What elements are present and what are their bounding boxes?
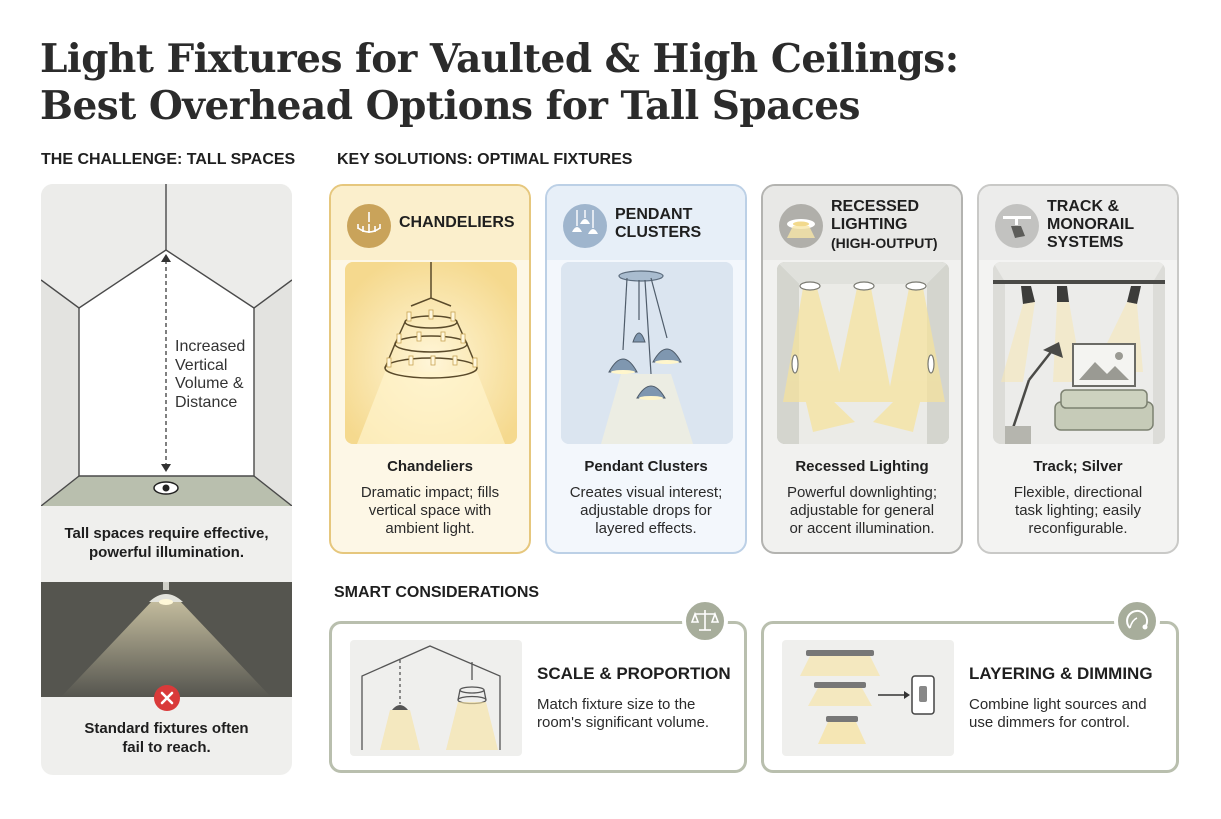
card-description: Powerful downlighting; adjustable for ge… bbox=[773, 484, 951, 538]
card-title: Pendant Clusters bbox=[584, 458, 708, 475]
page-title: Light Fixtures for Vaulted & High Ceilin… bbox=[40, 36, 1040, 130]
consideration-description: Match fixture size to the room's signifi… bbox=[537, 696, 737, 732]
card-desc-line: or accent illumination. bbox=[789, 520, 935, 537]
title-line-1: Light Fixtures for Vaulted & High Ceilin… bbox=[40, 36, 959, 82]
consideration-description: Combine light sources and use dimmers fo… bbox=[969, 696, 1169, 732]
consideration-title: LAYERING & DIMMING bbox=[969, 664, 1153, 683]
scale-icon bbox=[682, 598, 728, 644]
statement-line: Tall spaces require effective, bbox=[64, 525, 269, 542]
card-heading: PENDANT CLUSTERS bbox=[615, 206, 701, 242]
recessed-lighting-card: RECESSED LIGHTING (HIGH-OUTPUT) Recessed… bbox=[761, 184, 963, 554]
pendant-icon bbox=[563, 204, 607, 248]
card-heading-line: PENDANT bbox=[615, 206, 693, 223]
dimmer-icon bbox=[1114, 598, 1160, 644]
card-heading-line: (HIGH-OUTPUT) bbox=[831, 235, 938, 251]
fail-text-line: fail to reach. bbox=[122, 739, 211, 756]
challenge-panel: Increased Vertical Volume & Distance Tal… bbox=[41, 184, 292, 775]
card-desc-line: Powerful downlighting; bbox=[786, 484, 938, 501]
card-heading-line: CHANDELIERS bbox=[399, 214, 515, 231]
considerations-heading: SMART CONSIDERATIONS bbox=[334, 584, 540, 601]
consideration-desc-line: use dimmers for control. bbox=[969, 714, 1130, 731]
fail-text: Standard fixtures often fail to reach. bbox=[41, 719, 292, 757]
chandelier-icon bbox=[347, 204, 391, 248]
layering-dimming-card: LAYERING & DIMMING Combine light sources… bbox=[761, 621, 1179, 773]
consideration-desc-line: room's significant volume. bbox=[537, 714, 710, 731]
consideration-title: SCALE & PROPORTION bbox=[537, 664, 731, 683]
card-title: Recessed Lighting bbox=[795, 458, 929, 475]
volume-label: Increased Vertical Volume & Distance bbox=[175, 338, 275, 412]
volume-label-line: Vertical bbox=[175, 356, 228, 374]
chandelier-illustration bbox=[345, 262, 517, 444]
card-title: Track; Silver bbox=[1033, 458, 1123, 475]
card-desc-line: task lighting; easily bbox=[1015, 502, 1141, 519]
track-monorail-card: TRACK & MONORAIL SYSTEMS bbox=[977, 184, 1179, 554]
card-heading-line: RECESSED bbox=[831, 198, 920, 215]
card-heading-line: SYSTEMS bbox=[1047, 234, 1124, 251]
card-heading-line: MONORAIL bbox=[1047, 216, 1135, 233]
fail-x-icon bbox=[154, 685, 180, 711]
card-description: Flexible, directional task lighting; eas… bbox=[989, 484, 1167, 538]
scale-illustration bbox=[350, 640, 522, 756]
layering-illustration bbox=[782, 640, 954, 756]
card-title: Chandeliers bbox=[387, 458, 473, 475]
card-desc-line: Flexible, directional bbox=[1013, 484, 1143, 501]
statement-line: powerful illumination. bbox=[89, 544, 244, 561]
title-line-2: Best Overhead Options for Tall Spaces bbox=[40, 83, 860, 129]
volume-label-line: Increased bbox=[175, 338, 246, 355]
card-desc-line: adjustable drops for bbox=[580, 502, 712, 519]
volume-label-line: Volume & bbox=[175, 375, 244, 392]
card-heading: RECESSED LIGHTING (HIGH-OUTPUT) bbox=[831, 198, 938, 252]
card-heading: TRACK & MONORAIL SYSTEMS bbox=[1047, 198, 1134, 252]
standard-fixture-illustration bbox=[41, 582, 292, 697]
track-light-icon bbox=[995, 204, 1039, 248]
scale-proportion-card: SCALE & PROPORTION Match fixture size to… bbox=[329, 621, 747, 773]
card-heading-line: CLUSTERS bbox=[615, 224, 702, 241]
recessed-light-icon bbox=[779, 204, 823, 248]
card-description: Dramatic impact; fills vertical space wi… bbox=[341, 484, 519, 538]
challenge-statement: Tall spaces require effective, powerful … bbox=[41, 524, 292, 562]
recessed-illustration bbox=[777, 262, 949, 444]
challenge-heading: THE CHALLENGE: TALL SPACES bbox=[41, 151, 296, 168]
pendant-clusters-card: PENDANT CLUSTERS Pendant Clusters Create… bbox=[545, 184, 747, 554]
volume-label-line: Distance bbox=[175, 393, 238, 411]
card-desc-line: vertical space with bbox=[368, 502, 492, 519]
card-desc-line: adjustable for general bbox=[789, 502, 935, 519]
card-heading-line: TRACK & bbox=[1047, 198, 1119, 215]
consideration-desc-line: Combine light sources and bbox=[969, 696, 1147, 713]
card-desc-line: reconfigurable. bbox=[1028, 520, 1128, 537]
card-heading-line: LIGHTING bbox=[831, 216, 908, 233]
vaulted-room-illustration bbox=[41, 184, 292, 506]
card-desc-line: Dramatic impact; fills bbox=[360, 484, 500, 501]
card-desc-line: Creates visual interest; bbox=[569, 484, 723, 501]
card-description: Creates visual interest; adjustable drop… bbox=[557, 484, 735, 538]
solutions-heading: KEY SOLUTIONS: OPTIMAL FIXTURES bbox=[337, 151, 633, 168]
card-heading: CHANDELIERS bbox=[399, 214, 515, 232]
card-desc-line: ambient light. bbox=[385, 520, 475, 537]
fail-text-line: Standard fixtures often bbox=[84, 720, 249, 737]
track-illustration bbox=[993, 262, 1165, 444]
card-desc-line: layered effects. bbox=[595, 520, 697, 537]
chandeliers-card: CHANDELIERS bbox=[329, 184, 531, 554]
pendant-illustration bbox=[561, 262, 733, 444]
consideration-desc-line: Match fixture size to the bbox=[537, 696, 696, 713]
